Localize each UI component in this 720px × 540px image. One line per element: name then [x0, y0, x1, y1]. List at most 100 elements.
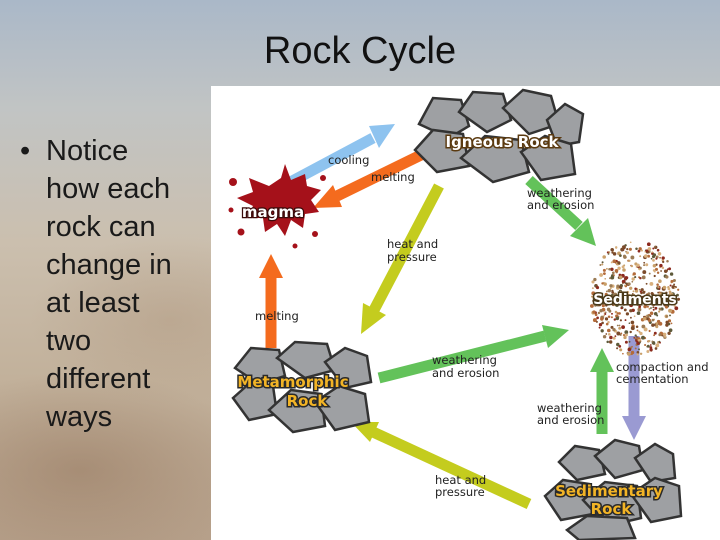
sediment-grain [649, 311, 654, 316]
sediment-grain [602, 335, 607, 339]
sediment-grain [620, 247, 624, 252]
sediment-grain [613, 292, 618, 297]
sediment-grain [603, 282, 607, 286]
heat-pressure-label-low: heat and [435, 473, 486, 487]
sediment-grain [630, 264, 634, 268]
igneous-rock-node: Igneous Rock [413, 88, 585, 184]
sediment-grain [627, 282, 631, 286]
sediment-grain [643, 304, 647, 309]
sediment-grain [629, 316, 632, 319]
sediment-grain [647, 292, 651, 295]
sediment-grain [649, 315, 652, 317]
sediment-grain [646, 242, 651, 247]
sediment-grain [639, 352, 643, 356]
sediment-grain [628, 340, 631, 343]
sediment-grain [604, 292, 608, 297]
sediment-grain [647, 340, 650, 343]
sediment-grain [607, 288, 612, 293]
sediment-grain [623, 335, 627, 340]
sediment-grain [626, 290, 630, 294]
sediment-grain [659, 256, 662, 259]
sediment-grain [651, 318, 655, 322]
magma-label: magma [242, 203, 304, 221]
sediment-grain [595, 286, 600, 290]
sediment-grain [662, 332, 667, 337]
weathering-label-top-2: and erosion [527, 198, 594, 212]
sediment-grain [603, 272, 606, 275]
heat-pressure-arrow-mid [361, 183, 444, 334]
sediment-grain [658, 279, 662, 283]
sediment-grain [629, 309, 633, 313]
sediment-grain [661, 266, 665, 270]
sediment-grain [631, 345, 633, 348]
sediment-grain [628, 322, 631, 325]
sediment-grain [602, 302, 605, 305]
sediment-grain [634, 334, 637, 337]
sediment-grain [612, 259, 617, 263]
sediment-grain [619, 254, 622, 257]
sediment-grain [666, 268, 669, 271]
sediment-grain [610, 267, 614, 272]
sediment-grain [655, 257, 658, 260]
sediment-grain [628, 247, 632, 251]
sediment-grain [631, 280, 634, 283]
bullet-list: Notice how each rock can change in at le… [20, 132, 210, 436]
sediment-grain [635, 295, 639, 299]
sediment-grain [604, 312, 607, 316]
sediment-grain [643, 302, 646, 305]
sediment-grain [617, 266, 621, 270]
sediment-grain [591, 287, 594, 290]
sediment-grain [661, 292, 666, 297]
sediment-grain [632, 290, 635, 293]
sediment-grain [654, 347, 658, 350]
sediment-grain [674, 287, 676, 289]
sediment-grain [631, 277, 635, 281]
sediment-grain [607, 320, 610, 324]
sediment-grain [639, 276, 642, 280]
sediment-grain [642, 316, 647, 321]
sediment-grain [591, 291, 596, 296]
sediment-grain [605, 304, 608, 307]
sediment-grain [652, 263, 657, 268]
sediment-grain [618, 275, 623, 280]
sediment-grain [618, 326, 622, 330]
sediment-grain [651, 255, 656, 259]
sediment-grain [630, 326, 635, 331]
sediment-grain [616, 295, 620, 299]
sediment-grain [630, 350, 635, 355]
sediment-grain [626, 247, 629, 251]
sediment-grain [618, 324, 621, 327]
bullet-line: change in [46, 249, 172, 281]
sediment-grain [634, 287, 637, 291]
sediment-grain [604, 311, 607, 314]
melting-arrow-top [313, 149, 426, 208]
sediment-grain [640, 295, 645, 300]
sediment-grain [614, 310, 618, 314]
sediment-grain [669, 284, 672, 287]
sediment-grain [637, 307, 642, 312]
sediments-node: Sediments [590, 241, 681, 356]
sediment-grain [605, 290, 608, 293]
sediment-grain [654, 296, 657, 299]
sediment-grain [616, 331, 621, 336]
sediment-grain [636, 302, 640, 306]
sediment-grain [639, 255, 642, 258]
sediment-grain [640, 288, 644, 292]
sediment-grain [676, 297, 681, 301]
sediment-grain [601, 263, 604, 266]
sediment-grain [623, 264, 626, 267]
sediment-grain [632, 293, 636, 297]
sediment-grain [643, 261, 646, 264]
magma-node: magma [228, 164, 326, 249]
sediment-grain [636, 311, 641, 315]
sediment-grain [629, 299, 633, 303]
sediment-grain [592, 299, 596, 303]
sediment-grain [672, 278, 676, 283]
sediment-grain [635, 266, 638, 268]
sediment-grain [614, 268, 619, 273]
sediment-grain [666, 259, 669, 263]
sediment-grain [633, 315, 636, 318]
sediment-grain [667, 287, 671, 291]
sediment-grain [651, 323, 655, 327]
sediment-grain [665, 320, 669, 325]
